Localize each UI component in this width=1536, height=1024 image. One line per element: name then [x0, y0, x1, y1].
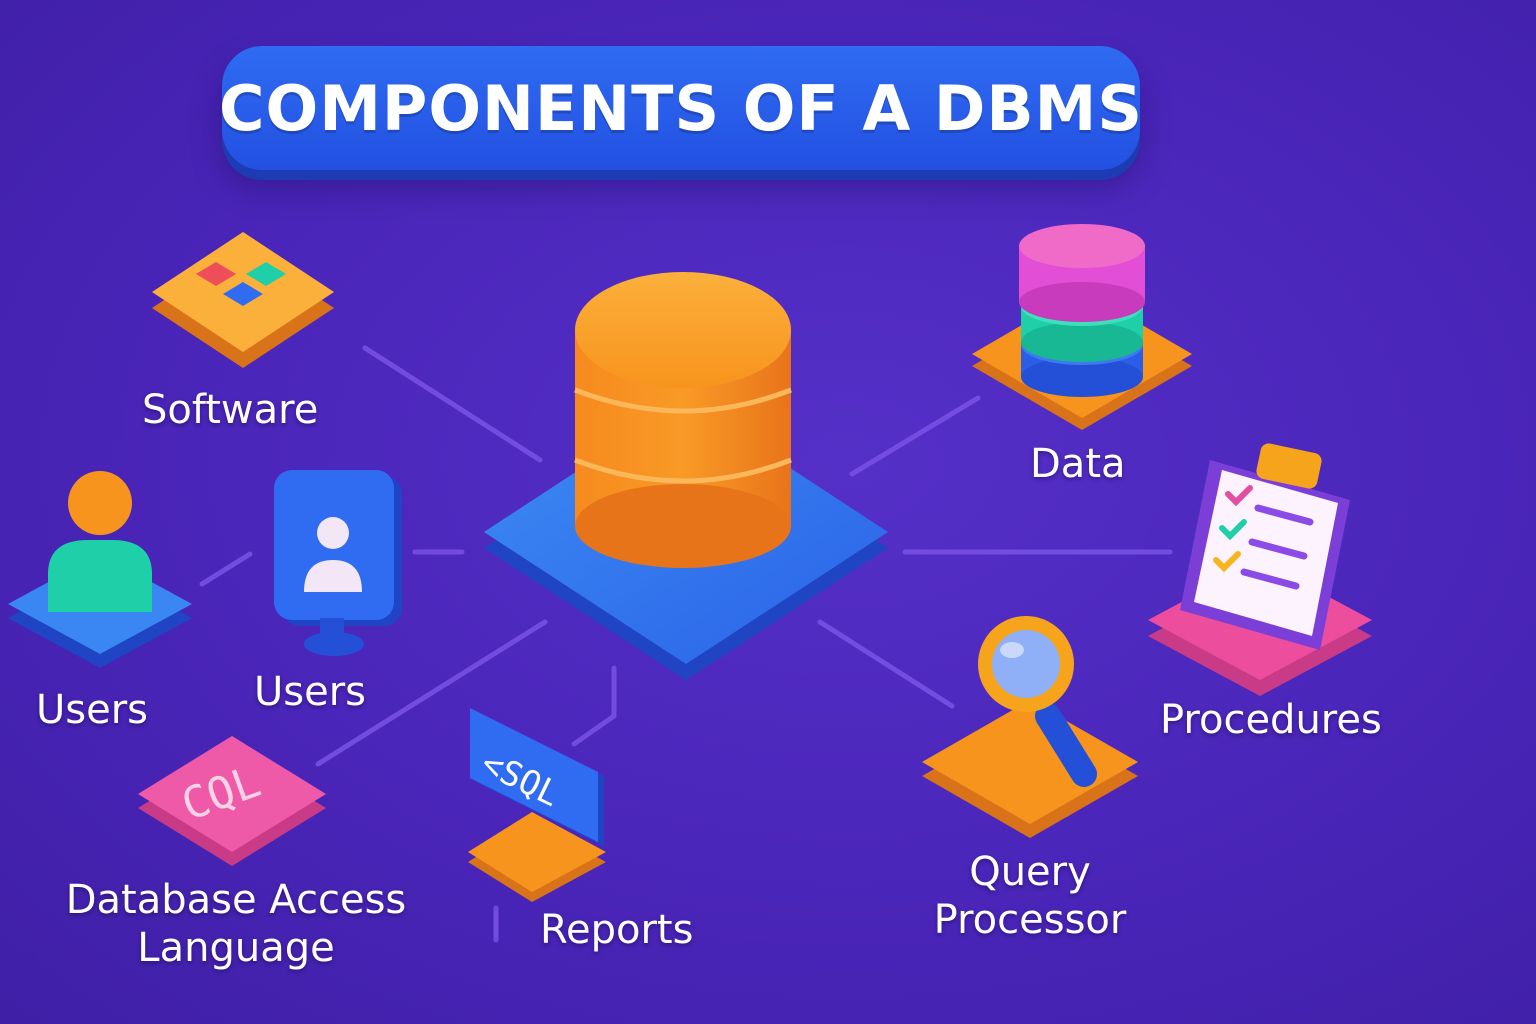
- label-reports: Reports: [540, 907, 694, 953]
- central-database-icon: [484, 272, 888, 680]
- reports-sql-icon: <SQL: [468, 708, 606, 902]
- title-banner: COMPONENTS OF A DBMS: [219, 46, 1143, 170]
- procedures-clipboard-icon: [1148, 443, 1372, 696]
- label-query-processor: Query Processor: [924, 848, 1136, 944]
- label-line: Query: [969, 849, 1091, 895]
- user-person-icon: [8, 471, 192, 668]
- label-procedures: Procedures: [1160, 697, 1382, 743]
- label-users-left: Users: [36, 687, 149, 733]
- label-users-right: Users: [254, 669, 367, 715]
- software-apps-icon: [152, 232, 334, 368]
- access-language-icon: CQL: [138, 736, 326, 866]
- data-stack-icon: [972, 224, 1192, 430]
- connector-lines: [199, 345, 1173, 943]
- label-line: Database Access: [65, 877, 407, 923]
- label-database-access-language: Database Access Language: [56, 876, 416, 972]
- query-magnifier-icon: [922, 616, 1138, 838]
- label-line: Processor: [933, 897, 1127, 943]
- user-monitor-icon: [274, 470, 402, 656]
- label-data: Data: [1030, 441, 1126, 487]
- page-title: COMPONENTS OF A DBMS: [219, 71, 1143, 145]
- label-line: Language: [137, 925, 335, 971]
- label-software: Software: [142, 387, 319, 433]
